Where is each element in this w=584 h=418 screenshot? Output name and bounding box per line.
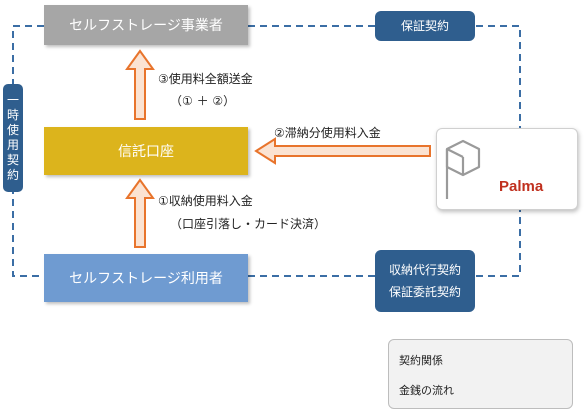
- collection-contract-badge: 収納代行契約 保証委託契約: [375, 250, 475, 312]
- contract-line-guarantee: [248, 25, 521, 128]
- arrow-collection-up: [125, 178, 155, 248]
- remit-flow-sublabel: （① ＋ ②）: [170, 94, 236, 108]
- guarantee-contract-badge: 保証契約: [375, 11, 475, 41]
- temporary-use-char: 時: [6, 108, 19, 122]
- collection-flow-sublabel: （口座引落し・カード決済）: [170, 217, 327, 231]
- guarantee-consignment-label: 保証委託契約: [388, 285, 461, 299]
- palma-wordmark: Palma: [499, 178, 544, 195]
- temporary-use-char: 契: [6, 153, 19, 167]
- trust-account-box: 信託口座: [44, 127, 248, 175]
- arrow-remit-up: [125, 49, 155, 120]
- money-flow-arrows: [125, 49, 431, 248]
- operator-label: セルフストレージ事業者: [69, 18, 223, 34]
- remit-flow-label: ③使用料全額送金: [158, 72, 253, 86]
- user-label: セルフストレージ利用者: [69, 271, 223, 287]
- legend-contract-label: 契約関係: [399, 354, 443, 367]
- arrow-arrears-left: [254, 137, 431, 165]
- collection-agency-label: 収納代行契約: [388, 263, 461, 277]
- legend-box: 契約関係 金銭の流れ: [388, 339, 573, 409]
- temporary-use-char: 一: [6, 93, 19, 107]
- temporary-use-char: 約: [6, 168, 19, 182]
- arrears-flow-label: ②滞納分使用料入金: [274, 126, 381, 140]
- contract-line-collection: [248, 208, 521, 277]
- legend-money-label: 金銭の流れ: [399, 384, 454, 397]
- temporary-use-contract-badge: 一 時 使 用 契 約: [3, 84, 23, 192]
- trust-account-label: 信託口座: [118, 144, 174, 160]
- temporary-use-char: 用: [6, 138, 19, 152]
- user-box: セルフストレージ利用者: [44, 254, 248, 302]
- palma-p-logo-icon: [445, 139, 481, 199]
- collection-flow-label: ①収納使用料入金: [158, 194, 253, 208]
- operator-box: セルフストレージ事業者: [44, 5, 248, 45]
- guarantee-contract-label: 保証契約: [400, 19, 449, 33]
- palma-card: Palma: [436, 128, 578, 210]
- temporary-use-char: 使: [6, 123, 19, 137]
